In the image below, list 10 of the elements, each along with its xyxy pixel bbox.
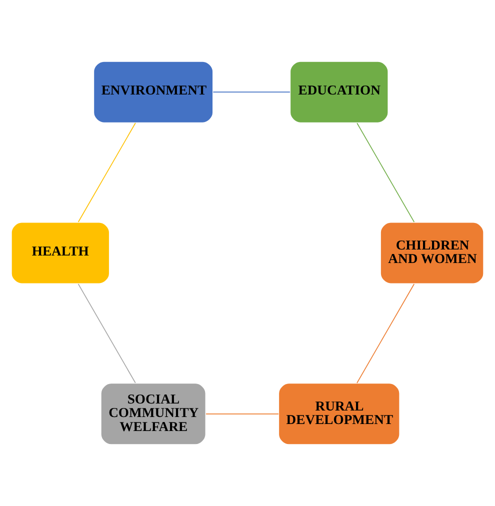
connector [78,122,136,222]
node-box: CHILDREN AND WOMEN [380,222,484,284]
node-box: HEALTH [11,222,110,284]
node-box: EDUCATION [290,60,389,124]
node-box: ENVIRONMENT [93,60,214,124]
node-box: RURAL DEVELOPMENT [278,382,400,446]
connector [356,122,415,222]
node-box: SOCIAL COMMUNITY WELFARE [100,382,206,446]
connector [78,284,136,384]
connector [356,284,415,384]
